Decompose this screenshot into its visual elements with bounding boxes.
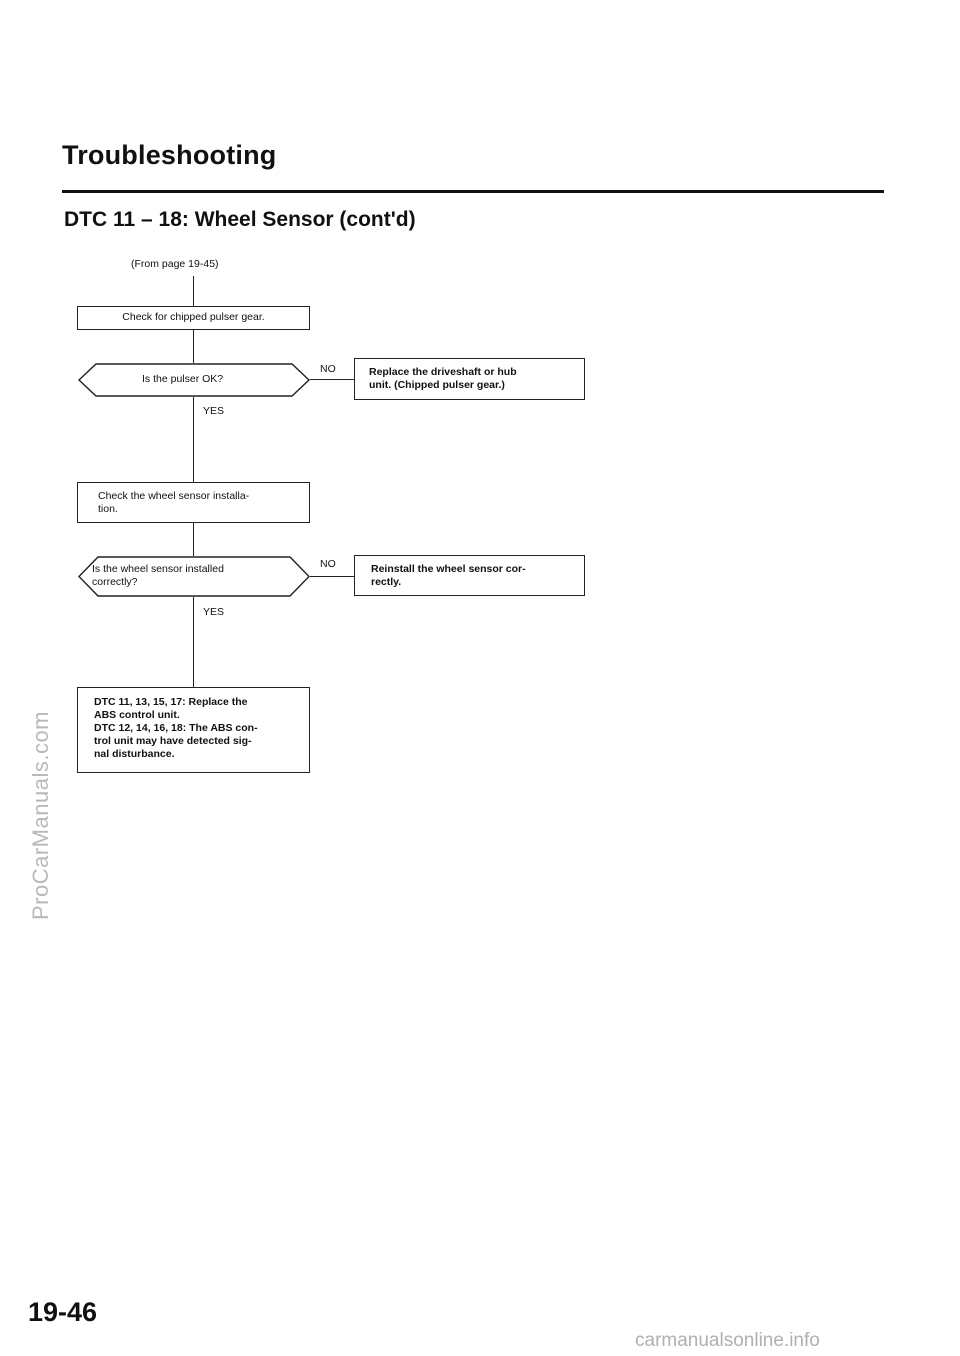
- no-label-2: NO: [320, 558, 336, 570]
- check-sensor-installation-line2: tion.: [98, 503, 118, 515]
- yes-label-1: YES: [203, 405, 225, 417]
- final-action-line1: DTC 11, 13, 15, 17: Replace the: [94, 696, 248, 708]
- title-divider: [62, 190, 884, 193]
- decision-hexagon-shape-2: [78, 556, 310, 597]
- final-action-line4: trol unit may have detected sig-: [94, 735, 252, 747]
- reinstall-sensor-box: Reinstall the wheel sensor cor- rectly.: [354, 555, 585, 596]
- final-action-line2: ABS control unit.: [94, 709, 180, 721]
- replace-driveshaft-line2: unit. (Chipped pulser gear.): [369, 379, 505, 391]
- decision-sensor-installed: Is the wheel sensor installed correctly?: [78, 556, 310, 597]
- decision-sensor-installed-line2: correctly?: [92, 576, 138, 588]
- connector-from-ref: [193, 276, 195, 306]
- connector-decision1-step2: [193, 397, 195, 482]
- yes-label-2: YES: [203, 606, 225, 618]
- decision-sensor-installed-line1: Is the wheel sensor installed: [92, 563, 224, 575]
- check-sensor-installation-box: Check the wheel sensor installa- tion.: [77, 482, 310, 523]
- reinstall-sensor-line2: rectly.: [371, 576, 402, 588]
- decision-pulser-ok-text: Is the pulser OK?: [142, 373, 224, 385]
- decision-pulser-ok: Is the pulser OK?: [78, 363, 310, 397]
- check-pulser-gear-text: Check for chipped pulser gear.: [122, 311, 265, 323]
- footer-watermark: carmanualsonline.info: [635, 1330, 820, 1351]
- connector-step1-decision1: [193, 330, 195, 363]
- decision-sensor-installed-text: Is the wheel sensor installed correctly?: [92, 563, 224, 589]
- page-title: Troubleshooting: [62, 140, 277, 170]
- reinstall-sensor-line1: Reinstall the wheel sensor cor-: [371, 563, 526, 575]
- no-branch-line-1: [310, 379, 354, 381]
- decision-hexagon-shape: [78, 363, 310, 397]
- section-title: DTC 11 – 18: Wheel Sensor (cont'd): [64, 208, 416, 231]
- no-label-1: NO: [320, 363, 336, 375]
- side-watermark: ProCarManuals.com: [28, 710, 53, 920]
- final-action-line5: nal disturbance.: [94, 748, 175, 760]
- from-page-reference: (From page 19-45): [131, 258, 219, 270]
- connector-decision2-final: [193, 597, 195, 687]
- connector-step2-decision2: [193, 523, 195, 556]
- check-sensor-installation-line1: Check the wheel sensor installa-: [98, 490, 250, 502]
- no-branch-line-2: [310, 576, 354, 578]
- page-number: 19-46: [28, 1297, 98, 1327]
- final-action-line3: DTC 12, 14, 16, 18: The ABS con-: [94, 722, 258, 734]
- replace-driveshaft-line1: Replace the driveshaft or hub: [369, 366, 517, 378]
- replace-driveshaft-box: Replace the driveshaft or hub unit. (Chi…: [354, 358, 585, 400]
- final-action-box: DTC 11, 13, 15, 17: Replace the ABS cont…: [77, 687, 310, 773]
- check-pulser-gear-box: Check for chipped pulser gear.: [77, 306, 310, 330]
